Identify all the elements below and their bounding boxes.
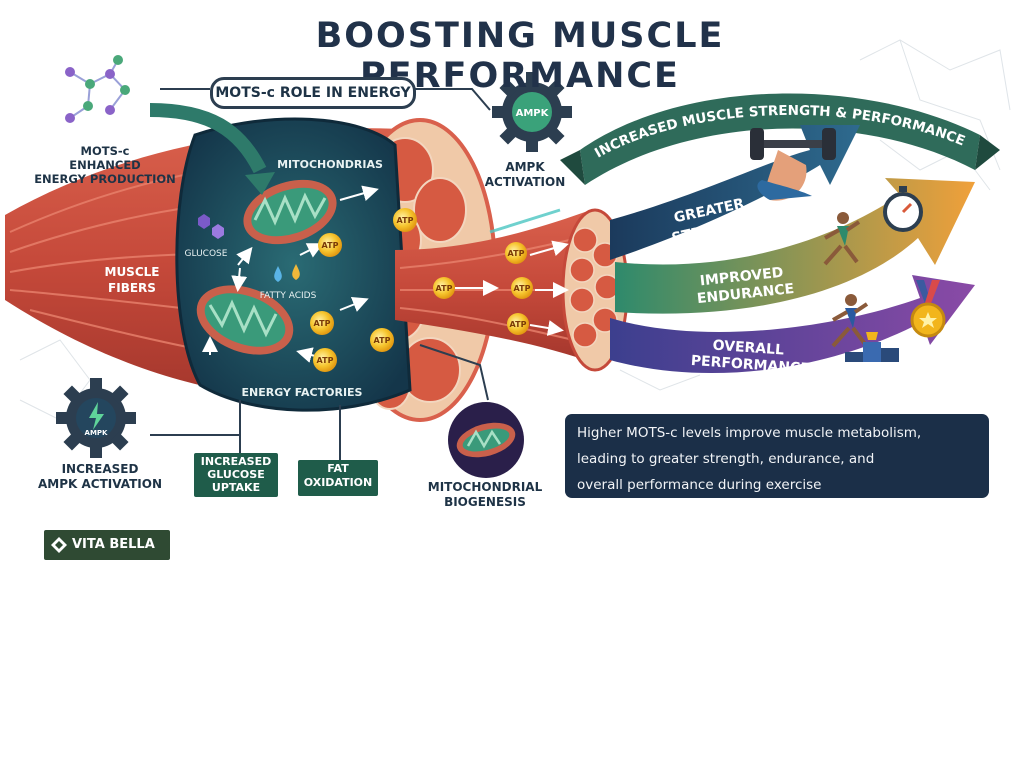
atp-badge: ATP: [322, 241, 339, 250]
mitochondria-biogenesis-icon: [448, 402, 524, 478]
increased-ampk-label: INCREASED AMPK ACTIVATION: [20, 462, 180, 492]
ampk-label-line: AMPK: [505, 160, 545, 174]
brand-name: VITA BELLA: [72, 537, 155, 552]
info-line: Higher MOTS-c levels improve muscle meta…: [577, 425, 922, 441]
overall-label: OVERALL: [712, 338, 784, 359]
overall-arrow: [610, 275, 975, 374]
biogenesis-line: BIOGENESIS: [444, 495, 526, 509]
atp-badge: ATP: [514, 284, 531, 293]
muscle-fibers-label-2: FIBERS: [108, 281, 156, 295]
medal-icon: [910, 280, 946, 338]
atp-badge: ATP: [436, 284, 453, 293]
mitochondria-lower: [196, 285, 294, 355]
glucose-uptake-line: GLUCOSE: [207, 468, 265, 481]
diamond-logo-icon: [51, 537, 67, 553]
atp-badge: ATP: [314, 319, 331, 328]
info-line: overall performance during exercise: [577, 477, 822, 493]
energy-factories-label: ENERGY FACTORIES: [242, 386, 363, 399]
droplet-icon: [292, 264, 300, 280]
atp-badges: ATP ATP ATP ATP ATP ATP ATP ATP ATP: [310, 208, 533, 372]
mots-flow-arrow: [149, 103, 267, 174]
atp-badge: ATP: [317, 356, 334, 365]
lightning-icon: [89, 402, 104, 430]
dumbbell-icon: [750, 128, 836, 201]
atp-badge: ATP: [397, 216, 414, 225]
ampk-label-line: ACTIVATION: [484, 175, 566, 189]
mots-enhanced-label: MOTS-c ENHANCED ENERGY PRODUCTION: [20, 144, 190, 186]
ampk-gear-label-2: AMPK: [85, 429, 109, 437]
molecule-icon: [69, 59, 127, 119]
glucose-uptake-line: INCREASED: [200, 455, 272, 468]
glucose-label: GLUCOSE: [185, 249, 228, 259]
mots-label-line: MOTS-c: [80, 144, 130, 158]
info-box: Higher MOTS-c levels improve muscle meta…: [565, 414, 989, 498]
page-title: BOOSTING MUSCLE PERFORMANCE: [315, 16, 725, 96]
fat-oxidation-line: OXIDATION: [303, 476, 373, 489]
glucose-uptake-label: INCREASED GLUCOSE UPTAKE: [194, 453, 278, 497]
runner-icon: [831, 294, 869, 348]
role-in-energy-label: MOTS-c ROLE IN ENERGY: [210, 77, 416, 109]
strength-arrow: [610, 125, 860, 260]
brand-logo: VITA BELLA: [44, 530, 170, 560]
fat-oxidation-label: FAT OXIDATION: [298, 460, 378, 496]
increased-ampk-line: AMPK ACTIVATION: [38, 477, 162, 491]
biogenesis-line: MITOCHONDRIAL: [427, 480, 543, 494]
podium-icon: [845, 332, 899, 362]
gear-icon: AMPK: [492, 72, 572, 152]
info-line: leading to greater strength, endurance, …: [577, 451, 875, 467]
mitochondrias-label: MITOCHONDRIAS: [277, 158, 383, 171]
stopwatch-icon: [883, 186, 923, 232]
glucose-icon: [198, 214, 224, 239]
atp-badge: ATP: [510, 320, 527, 329]
mots-label-line: ENERGY PRODUCTION: [34, 172, 176, 186]
increased-ampk-line: INCREASED: [61, 462, 139, 476]
teal-flow-arrow: [489, 208, 561, 234]
runner-icon: [823, 212, 861, 266]
performance-banner: [580, 93, 980, 185]
droplet-icon: [274, 266, 282, 282]
ampk-activation-label: AMPK ACTIVATION: [470, 160, 580, 190]
glucose-uptake-line: UPTAKE: [211, 481, 261, 494]
muscle-fibers-label: MUSCLE: [105, 265, 160, 279]
mitochondria-upper: [243, 179, 337, 245]
atp-badge: ATP: [374, 336, 391, 345]
fatty-acids-label: FATTY ACIDS: [260, 291, 317, 301]
ampk-gear-label: AMPK: [516, 108, 550, 119]
fat-oxidation-line: FAT: [327, 462, 349, 475]
gear-icon: AMPK: [56, 378, 136, 458]
mots-label-line: ENHANCED: [69, 158, 141, 172]
mitochondrial-biogenesis-label: MITOCHONDRIAL BIOGENESIS: [420, 480, 550, 510]
atp-badge: ATP: [508, 249, 525, 258]
